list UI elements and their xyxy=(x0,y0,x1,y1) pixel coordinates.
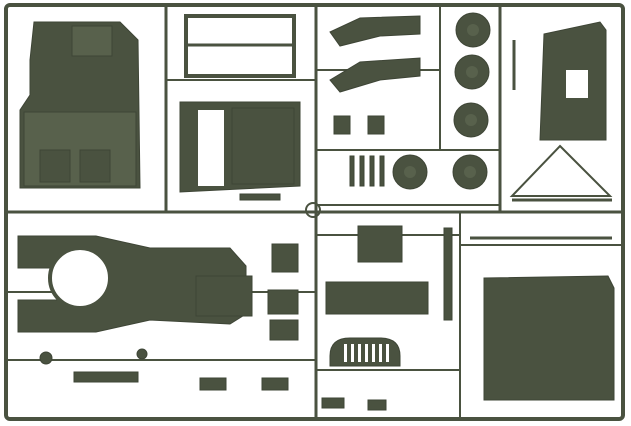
body-panel-part xyxy=(325,225,429,315)
seat-body-part xyxy=(19,21,141,189)
windshield-frame-part xyxy=(184,14,296,78)
triangle-frame-part xyxy=(509,40,613,202)
small-parts-bottom xyxy=(39,348,387,411)
tarp-part xyxy=(539,21,607,141)
wheel-parts xyxy=(392,12,491,190)
small-parts-center xyxy=(333,115,385,187)
grille-part xyxy=(329,337,401,367)
cover-part xyxy=(443,227,615,401)
fender-parts xyxy=(329,15,421,93)
chassis-frame-part xyxy=(17,235,253,333)
hood-part xyxy=(179,101,301,201)
small-parts-mid xyxy=(267,243,299,341)
